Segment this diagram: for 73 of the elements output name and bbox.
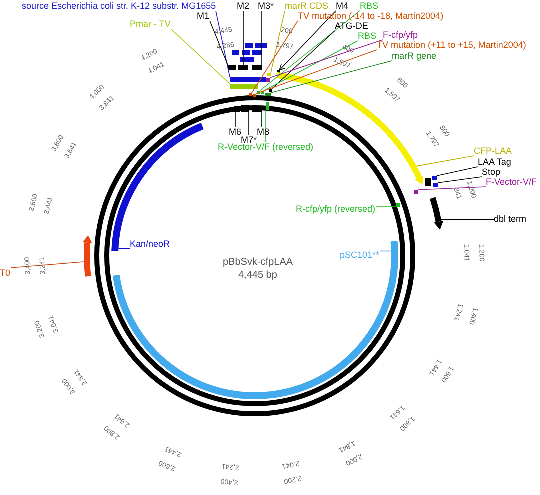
feature-label: marR gene xyxy=(392,51,437,61)
feature-marker xyxy=(252,65,262,70)
feature-marker xyxy=(253,94,256,97)
feature-marker xyxy=(266,78,270,82)
feature-label: Stop xyxy=(482,167,501,177)
leader-line xyxy=(260,10,360,92)
feature-label: R-Vector-V/F (reversed) xyxy=(218,142,314,152)
feature-marker xyxy=(269,89,272,92)
feature-marker xyxy=(257,91,260,94)
leader-line xyxy=(270,60,392,94)
feature-label: R-cfp/yfp (reversed) xyxy=(296,204,376,214)
feature-marker xyxy=(238,65,248,70)
feature-label: M6 xyxy=(229,127,242,137)
plasmid-name: pBbSvk-cfpLAA xyxy=(223,257,294,269)
leader-line xyxy=(118,248,130,250)
leader-line xyxy=(270,10,286,74)
feature-marker xyxy=(261,91,264,94)
leader-line xyxy=(248,112,250,136)
leader-line xyxy=(418,186,486,190)
feature-label: source Escherichia coli str. K-12 substr. MG1655 xyxy=(22,1,216,11)
feature-marker xyxy=(433,183,438,187)
leader-line xyxy=(210,20,228,66)
feature-label: F-Vector-V/F xyxy=(486,177,538,187)
feature-label: F-cfp/yfp xyxy=(383,30,418,40)
feature-label: dbl term xyxy=(494,214,527,224)
feature-marker xyxy=(249,93,252,96)
leader-line xyxy=(270,40,384,78)
leader-line xyxy=(264,40,358,92)
leader-line xyxy=(441,219,494,220)
leader-line xyxy=(416,156,474,167)
leader-line xyxy=(170,28,230,84)
feature-label: M2 xyxy=(237,1,250,11)
feature-label: LAA Tag xyxy=(478,157,512,167)
feature-arc xyxy=(112,241,398,400)
feature-arc xyxy=(82,236,92,277)
feature-label: M7* xyxy=(241,135,258,145)
feature-label: M3* xyxy=(258,1,274,11)
leader-line xyxy=(235,112,236,128)
leader-line xyxy=(256,50,378,94)
feature-label: CFP-LAA xyxy=(474,146,512,156)
leader-line xyxy=(243,10,244,66)
feature-marker xyxy=(230,77,266,82)
leader-line xyxy=(272,30,336,90)
feature-marker xyxy=(265,93,271,96)
leader-line xyxy=(436,166,478,176)
feature-label: Kan/neoR xyxy=(130,239,170,249)
feature-label: RBS xyxy=(358,31,377,41)
feature-label: marR CDS xyxy=(285,1,329,11)
feature-label: Pmar - TV xyxy=(130,19,171,29)
feature-label: RBS xyxy=(360,1,379,11)
feature-marker xyxy=(396,203,400,207)
feature-marker xyxy=(266,102,269,110)
feature-marker xyxy=(267,73,271,76)
feature-marker xyxy=(414,190,418,194)
leader-line xyxy=(216,10,230,78)
leader-line xyxy=(380,250,392,252)
feature-label: M1 xyxy=(197,11,210,21)
plasmid-length: 4,445 bp xyxy=(238,270,278,282)
feature-arc xyxy=(112,123,204,252)
leader-line xyxy=(10,262,84,268)
feature-marker xyxy=(277,70,280,73)
feature-marker xyxy=(432,176,437,180)
feature-label: T0 xyxy=(0,268,11,278)
leader-line xyxy=(438,176,482,184)
leader-line xyxy=(279,10,336,71)
feature-label: M4 xyxy=(336,1,349,11)
leader-line xyxy=(376,206,396,208)
feature-arc xyxy=(430,197,444,230)
feature-label: TV mutation (+11 to +15, Martin2004) xyxy=(377,40,526,50)
feature-marker xyxy=(230,84,258,89)
feature-label: pSC101** xyxy=(340,250,380,260)
feature-marker xyxy=(228,65,236,70)
leader-line xyxy=(252,20,298,94)
